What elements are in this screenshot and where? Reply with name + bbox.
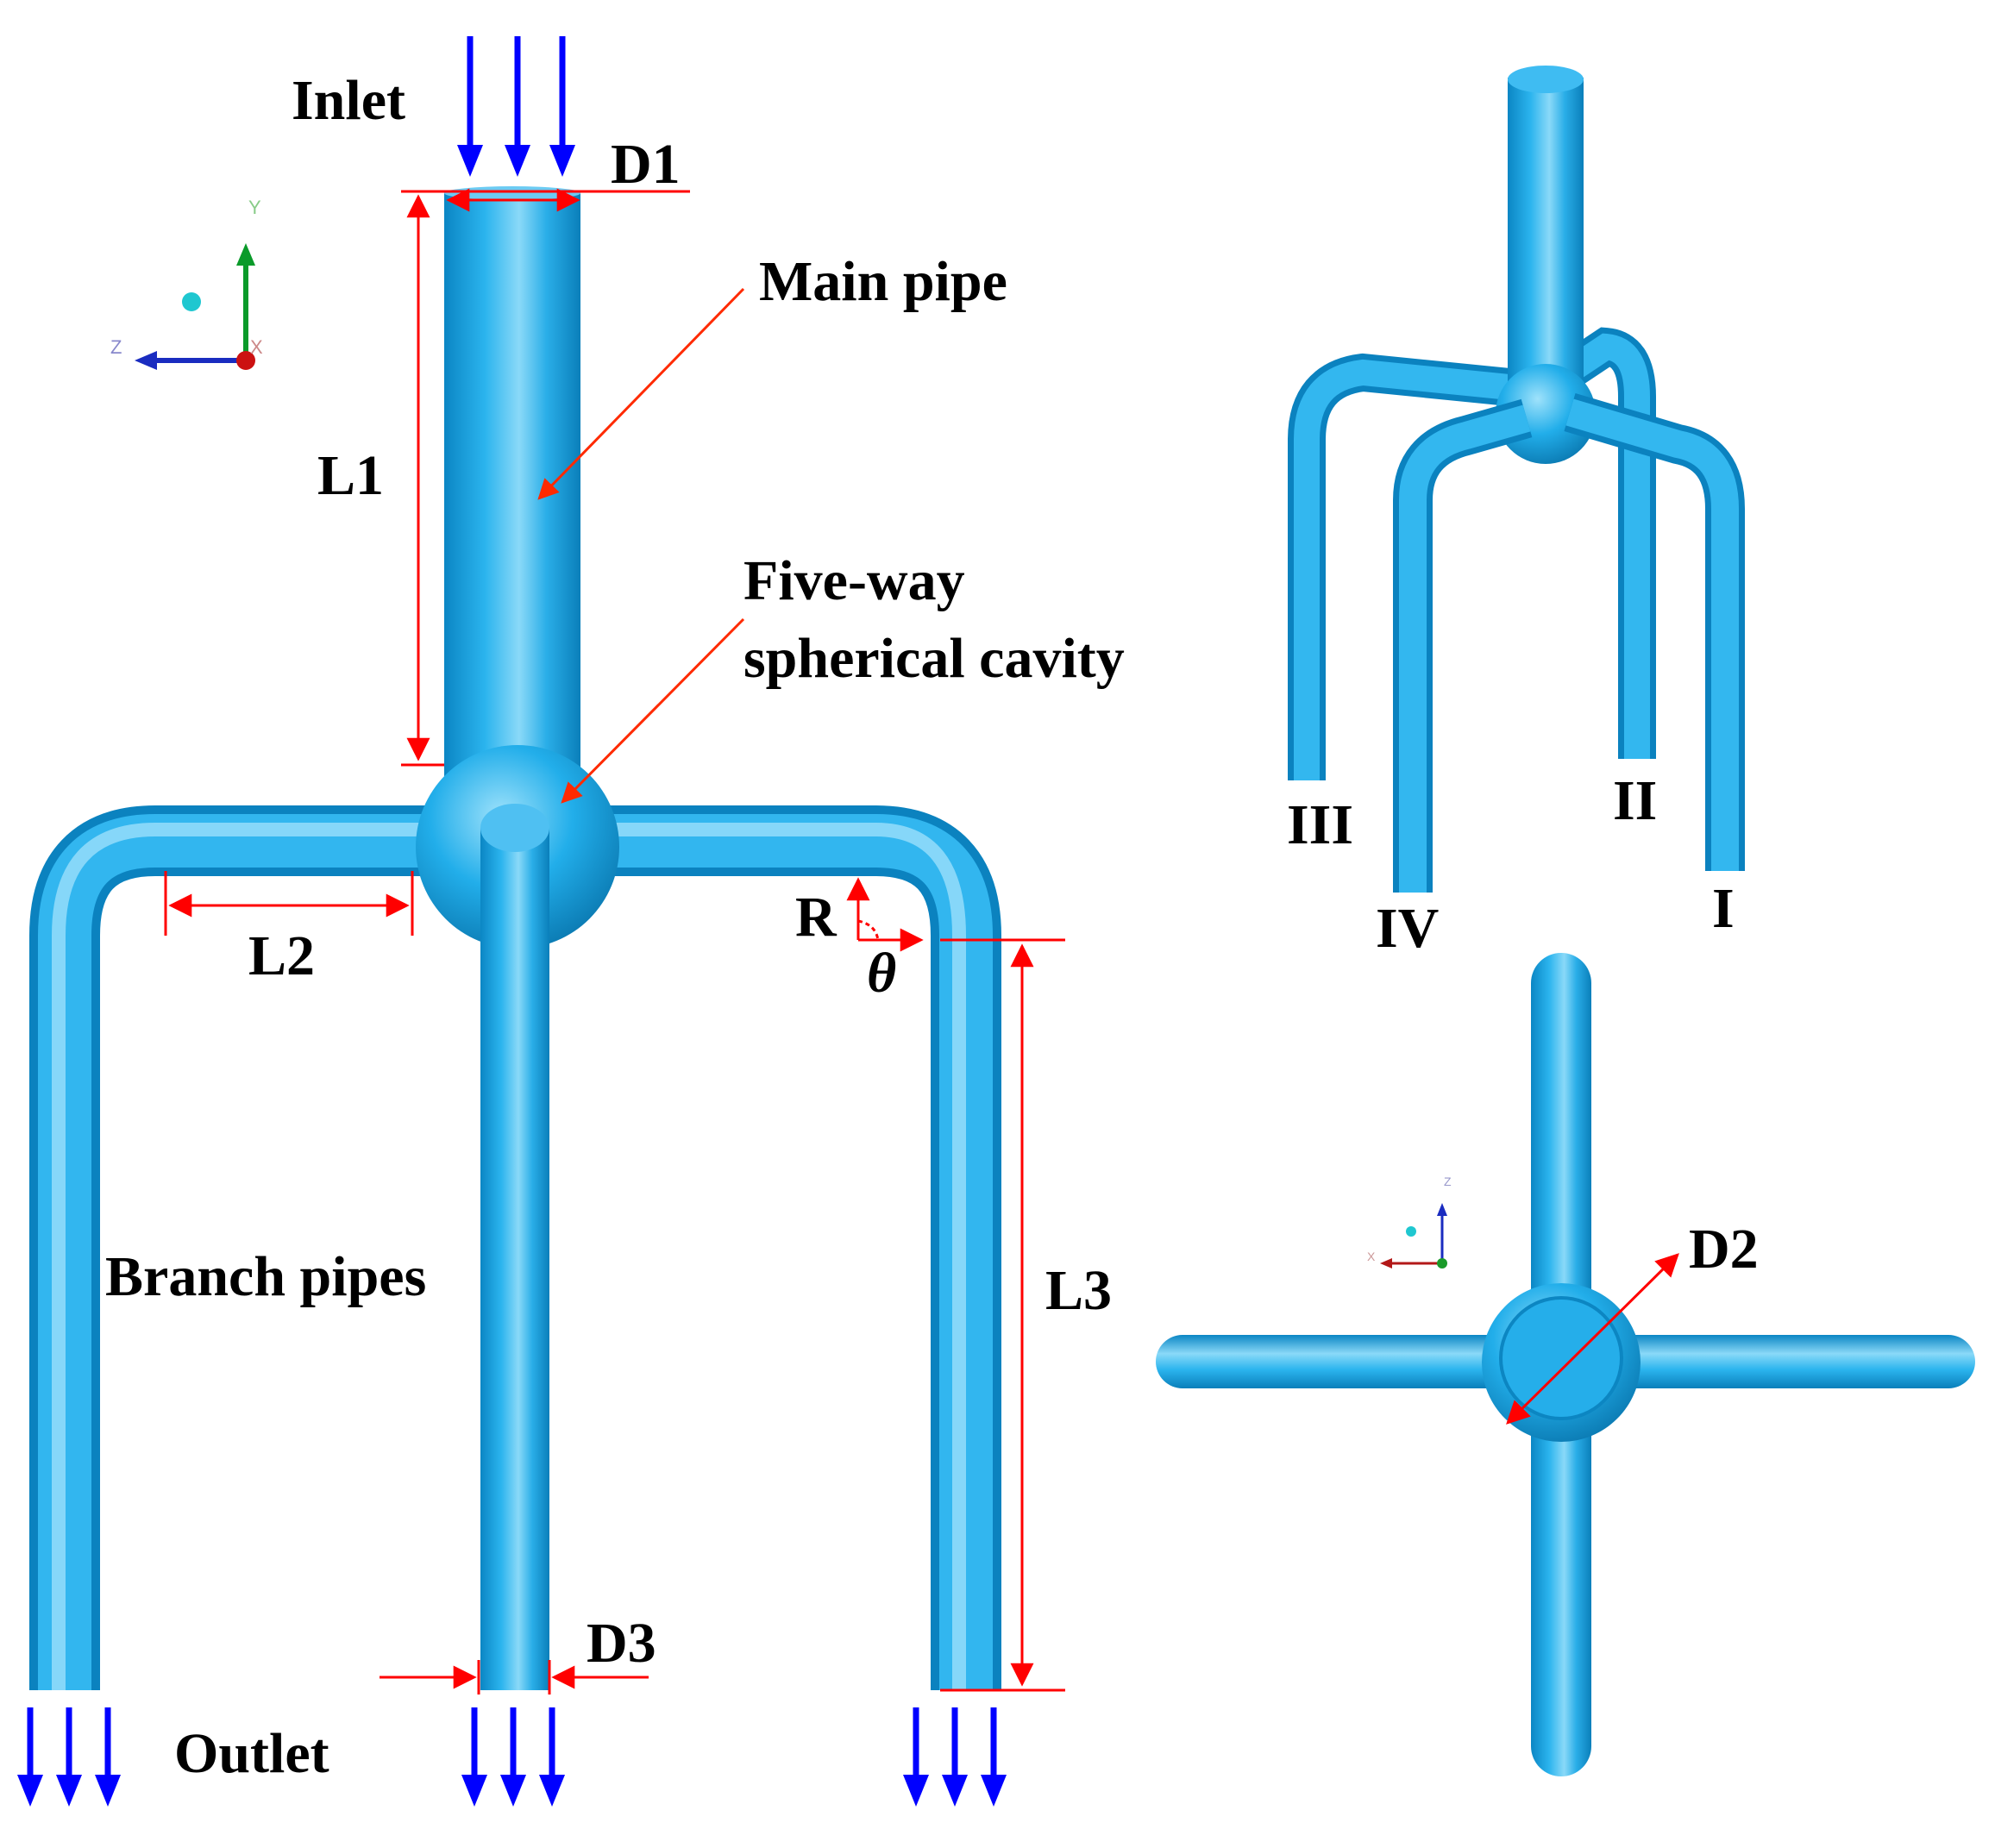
front-view [28, 186, 1001, 1690]
label-d3: D3 [587, 1612, 656, 1675]
label-r: R [795, 886, 838, 949]
label-cavity-line1: Five-way [743, 549, 965, 612]
pointer-lines [537, 287, 745, 804]
axis-label-y: Y [248, 197, 261, 218]
label-main-pipe: Main pipe [759, 250, 1007, 313]
axis-triad-front: Y Z X [110, 197, 263, 370]
label-l2: L2 [248, 924, 315, 987]
branch-pipe-middle [480, 828, 549, 1690]
label-l1: L1 [317, 444, 384, 507]
outlet-label-iii: III [1287, 793, 1353, 856]
dimension-lines [164, 188, 1065, 1695]
outlet-label-i: I [1712, 877, 1735, 940]
outlet-label-ii: II [1613, 769, 1657, 832]
outlet-flow-arrows [17, 1707, 1007, 1807]
label-l3: L3 [1045, 1259, 1112, 1322]
branch-pipe-right [604, 805, 1001, 1690]
axis-label-z: Z [110, 336, 122, 358]
label-branch-pipes: Branch pipes [105, 1245, 426, 1308]
label-theta: θ [867, 942, 896, 1005]
dim-d2 [1506, 1253, 1679, 1425]
axis-triad-top: Z X [1367, 1175, 1452, 1269]
label-d2: D2 [1689, 1218, 1759, 1281]
label-d1: D1 [611, 133, 681, 196]
top-axis-label-z: Z [1444, 1175, 1452, 1188]
label-cavity-line2: spherical cavity [743, 627, 1125, 690]
inlet-flow-arrows [457, 36, 575, 177]
axis-label-x: X [250, 336, 263, 358]
label-outlet: Outlet [174, 1722, 329, 1785]
outlet-label-iv: IV [1376, 897, 1439, 960]
main-pipe [444, 191, 580, 782]
label-inlet: Inlet [292, 69, 405, 132]
isometric-view [1288, 66, 1745, 893]
top-axis-label-x: X [1367, 1250, 1376, 1263]
